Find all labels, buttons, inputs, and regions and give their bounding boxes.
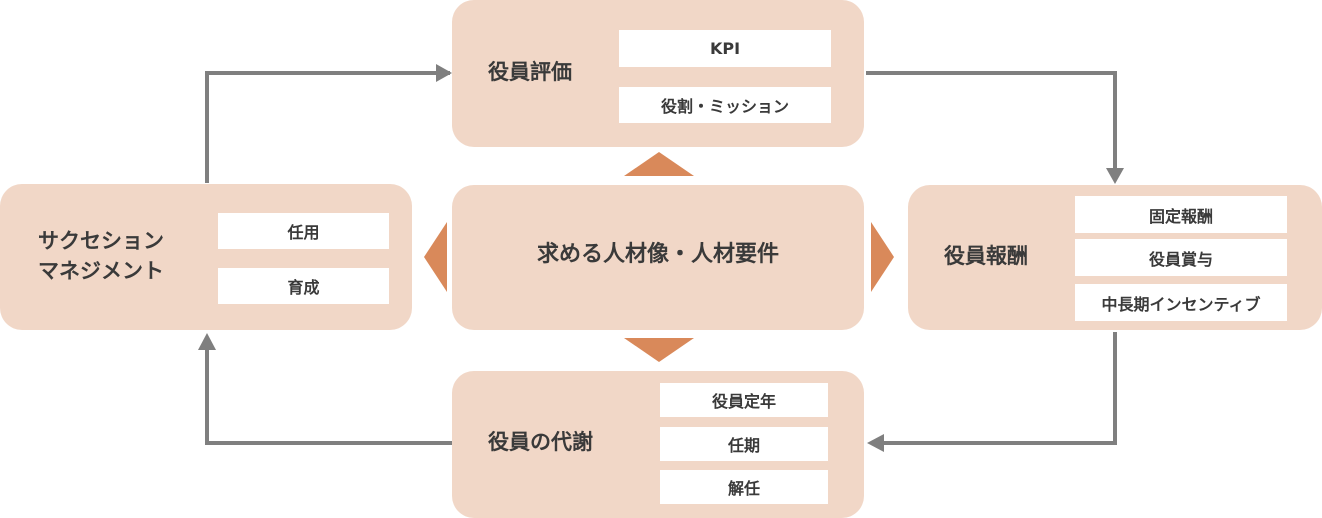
left-box: サクセション マネジメント 任用 育成 bbox=[0, 184, 412, 330]
bottom-item-dismissal: 解任 bbox=[660, 470, 828, 504]
top-box: 役員評価 KPI 役割・ミッション bbox=[452, 0, 864, 147]
bottom-item-term: 任期 bbox=[660, 427, 828, 461]
arrowhead-into-left bbox=[198, 333, 216, 350]
arrowhead-into-top bbox=[436, 64, 452, 82]
left-item-development: 育成 bbox=[218, 268, 389, 304]
top-title: 役員評価 bbox=[488, 60, 572, 84]
center-title: 求める人材像・人材要件 bbox=[536, 242, 779, 267]
left-title-line1: サクセション bbox=[38, 229, 164, 253]
top-item-kpi: KPI bbox=[619, 30, 831, 67]
right-box: 役員報酬 固定報酬 役員賞与 中長期インセンティブ bbox=[908, 185, 1322, 330]
top-item-role: 役割・ミッション bbox=[619, 87, 831, 123]
triangle-down bbox=[624, 338, 694, 362]
arrowhead-into-right bbox=[1106, 168, 1124, 184]
arrowhead-into-bottom bbox=[867, 434, 884, 452]
right-item-longterm: 中長期インセンティブ bbox=[1075, 284, 1287, 321]
left-item-appointment: 任用 bbox=[218, 213, 389, 249]
triangle-right bbox=[871, 222, 894, 292]
arrow-bottom-to-left bbox=[205, 350, 452, 445]
arrow-top-to-right bbox=[866, 71, 1117, 168]
right-title: 役員報酬 bbox=[944, 244, 1028, 268]
triangle-up bbox=[624, 152, 694, 176]
right-item-fixed: 固定報酬 bbox=[1075, 196, 1287, 233]
bottom-title: 役員の代謝 bbox=[488, 430, 593, 454]
bottom-box: 役員の代謝 役員定年 任期 解任 bbox=[452, 371, 864, 518]
bottom-item-retirement-age: 役員定年 bbox=[660, 383, 828, 417]
center-box: 求める人材像・人材要件 bbox=[452, 185, 864, 330]
right-item-bonus: 役員賞与 bbox=[1075, 239, 1287, 276]
triangle-left bbox=[424, 222, 447, 292]
arrow-right-to-bottom bbox=[884, 332, 1117, 445]
left-title-line2: マネジメント bbox=[38, 259, 164, 283]
arrow-left-to-top bbox=[205, 71, 450, 183]
